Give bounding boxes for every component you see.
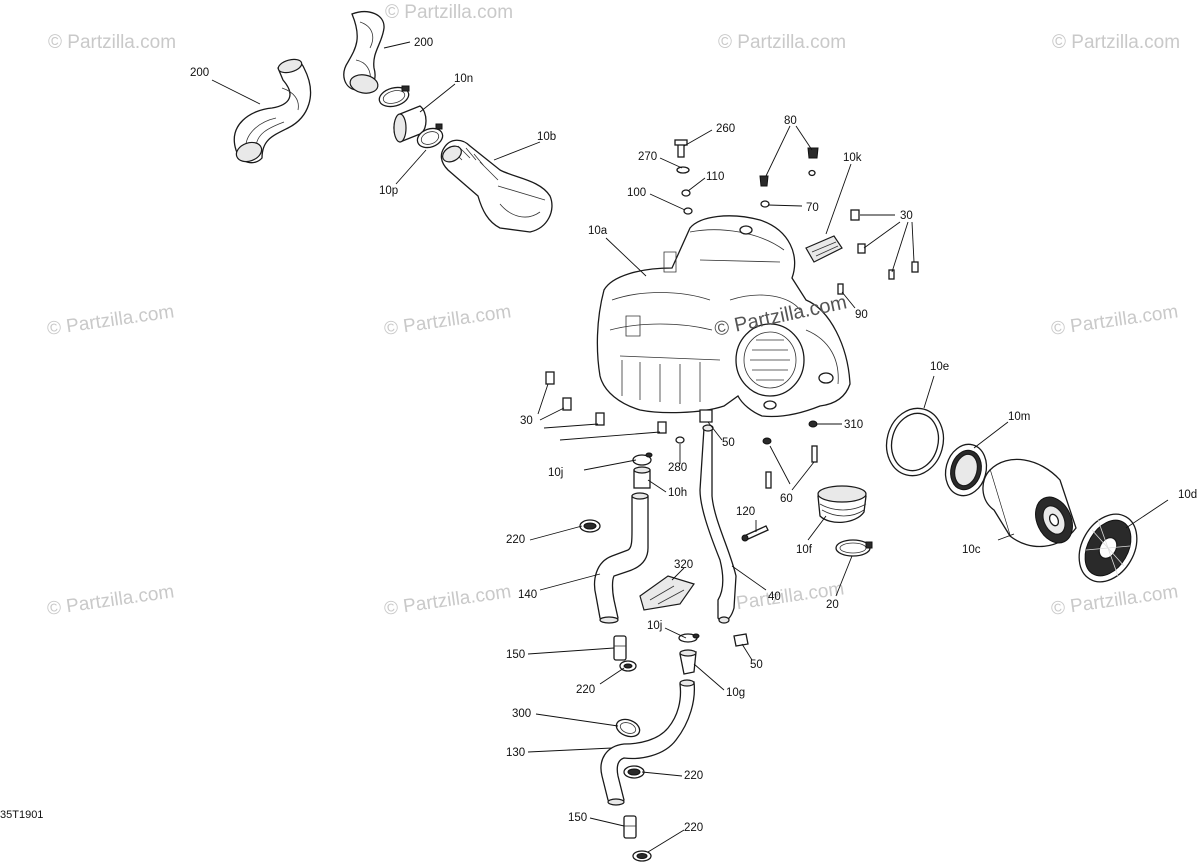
watermark: © Partzilla.com — [46, 301, 176, 340]
collar-10f — [817, 485, 867, 523]
clip-50-upper — [699, 409, 713, 423]
callout-30: 30 — [900, 210, 913, 222]
callout-10p: 10p — [379, 185, 398, 197]
adaptor-10g — [679, 649, 697, 675]
air-intake-10b — [440, 139, 553, 233]
callout-10g: 10g — [726, 687, 745, 699]
callout-120: 120 — [736, 506, 755, 518]
callout-10k: 10k — [843, 152, 862, 164]
watermark: © Partzilla.com — [48, 32, 176, 53]
clamp-10j-upper — [632, 452, 653, 466]
watermark: © Partzilla.com — [718, 32, 846, 53]
callout-280: 280 — [668, 462, 687, 474]
callout-50: 50 — [750, 659, 763, 671]
callout-310: 310 — [844, 419, 863, 431]
callout-40: 40 — [768, 591, 781, 603]
hardware-top — [674, 139, 919, 295]
callout-10j: 10j — [548, 467, 563, 479]
callout-220: 220 — [684, 822, 703, 834]
adaptor-10m — [944, 443, 988, 497]
callout-140: 140 — [518, 589, 537, 601]
callout-220: 220 — [576, 684, 595, 696]
hose-130 — [600, 679, 696, 806]
callout-10a: 10a — [588, 225, 608, 237]
label-10k — [805, 235, 843, 263]
callout-220: 220 — [684, 770, 703, 782]
watermark: © Partzilla.com — [385, 2, 513, 23]
callout-300: 300 — [512, 708, 531, 720]
intake-duct-200-upper — [343, 11, 385, 94]
callout-150: 150 — [506, 649, 525, 661]
callout-150: 150 — [568, 812, 587, 824]
callout-80: 80 — [784, 115, 797, 127]
callout-270: 270 — [638, 151, 657, 163]
callout-10d: 10d — [1178, 489, 1197, 501]
callout-10m: 10m — [1008, 411, 1030, 423]
watermark: © Partzilla.com — [1052, 32, 1180, 53]
callout-110: 110 — [706, 171, 724, 183]
clamp-10n — [378, 85, 410, 108]
callout-260: 260 — [716, 123, 735, 135]
filter-element-10c — [982, 458, 1077, 548]
callout-70: 70 — [806, 202, 819, 214]
pin-120 — [741, 525, 769, 542]
diagram-code: 35T1901 — [0, 809, 43, 821]
callout-10j: 10j — [647, 620, 662, 632]
shield-320 — [639, 575, 695, 611]
watermark: © Partzilla.com — [46, 581, 176, 620]
callout-10c: 10c — [962, 544, 981, 556]
callout-10h: 10h — [668, 487, 687, 499]
grommet-280 — [675, 436, 685, 444]
callout-320: 320 — [674, 559, 693, 571]
clamp-220-d — [632, 850, 652, 862]
seal-300 — [615, 718, 641, 738]
clamp-220-c — [623, 765, 645, 779]
drain-hose-40 — [699, 424, 737, 624]
watermark: © Partzilla.com — [1050, 581, 1180, 620]
callout-10b: 10b — [537, 131, 556, 143]
callout-100: 100 — [627, 187, 646, 199]
callout-10f: 10f — [796, 544, 813, 556]
callout-10n: 10n — [454, 73, 473, 85]
callout-50: 50 — [722, 437, 735, 449]
leader-lines — [211, 41, 1169, 853]
connector-150-b — [623, 815, 637, 839]
callout-10e: 10e — [930, 361, 949, 373]
callout-220: 220 — [506, 534, 525, 546]
clamp-10p — [416, 123, 444, 149]
callout-30: 30 — [520, 415, 533, 427]
callout-200: 200 — [414, 37, 433, 49]
watermark: © Partzilla.com — [383, 581, 513, 620]
clips-30-left — [545, 371, 667, 434]
callout-200: 200 — [190, 67, 209, 79]
callout-labels: 200 200 10n 10b 10p 260 270 110 100 80 1… — [190, 37, 1197, 834]
gasket-10e — [885, 407, 945, 477]
cover-10d — [1078, 513, 1138, 583]
clamp-220-a — [579, 519, 601, 533]
hose-140 — [593, 492, 649, 624]
clamp-20 — [835, 539, 873, 557]
adaptor-10h — [633, 466, 651, 489]
clamp-10j-lower — [678, 633, 700, 643]
watermark: © Partzilla.com — [1050, 301, 1180, 340]
callout-60: 60 — [780, 493, 793, 505]
callout-130: 130 — [506, 747, 525, 759]
watermark: © Partzilla.com — [383, 301, 513, 340]
airbox-10a — [596, 215, 851, 418]
intake-duct-200-left — [233, 58, 312, 164]
coupler-sleeve — [393, 105, 427, 143]
screws-310-60 — [762, 420, 818, 489]
callout-20: 20 — [826, 599, 839, 611]
clip-50-lower — [733, 633, 749, 647]
connector-150-a — [613, 635, 627, 661]
callout-90: 90 — [855, 309, 868, 321]
